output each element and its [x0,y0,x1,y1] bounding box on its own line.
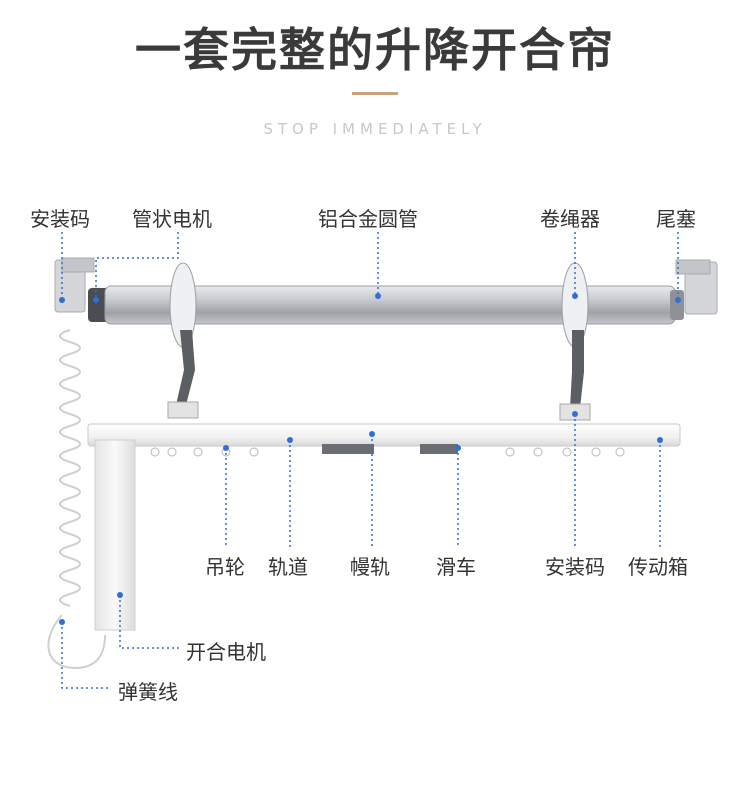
page-title: 一套完整的升降开合帘 [135,23,615,77]
right-bracket [675,259,718,315]
label-rope-winder: 卷绳器 [540,207,600,231]
hanging-wheels [150,447,625,457]
strap-clip-left [167,401,199,419]
slow-track-block [322,444,374,454]
label-install-code-bottom: 安装码 [545,555,605,579]
pulley-block [420,444,458,454]
label-spring-wire: 弹簧线 [118,680,178,704]
leader-dots [59,293,681,625]
track-rail [87,423,681,447]
strap-left [176,330,195,405]
end-plug [670,290,684,320]
label-tubular-motor: 管状电机 [132,207,212,231]
spring-wire [47,329,106,670]
open-close-motor-body [94,439,136,631]
label-track: 轨道 [268,555,308,579]
label-end-plug: 尾塞 [656,207,696,231]
label-open-close-motor: 开合电机 [186,640,266,664]
title-divider [352,92,398,95]
label-hanging-wheel: 吊轮 [205,555,245,579]
label-pulley: 滑车 [436,555,476,579]
label-aluminum-tube: 铝合金圆管 [318,207,418,231]
label-transmission-box: 传动箱 [628,555,688,579]
label-slow-track: 幔轨 [350,555,390,579]
strap-right [570,330,584,408]
label-install-code-top: 安装码 [30,207,90,231]
leader-lines [61,232,679,689]
page-subtitle: STOP IMMEDIATELY [263,120,487,138]
